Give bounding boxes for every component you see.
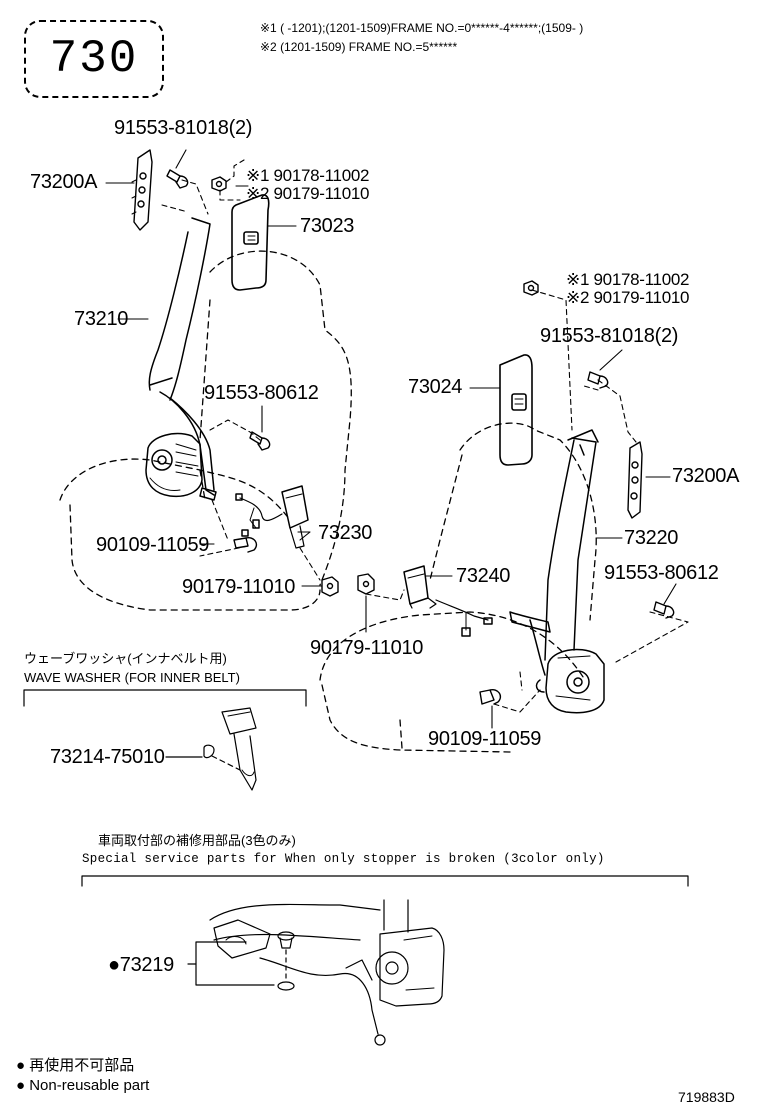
- height-adjuster-left: [131, 149, 153, 231]
- right-retractor: [535, 648, 605, 714]
- part-label: 73220: [624, 527, 679, 549]
- section-code: 730: [49, 33, 139, 85]
- frame-note-2: ※2 (1201-1509) FRAME NO.=5******: [260, 40, 458, 54]
- legend-en: ● Non-reusable part: [16, 1077, 150, 1094]
- part-label: 73023: [300, 215, 355, 237]
- pillar-trim-73023: [231, 194, 270, 291]
- part-label: 73240: [456, 565, 511, 587]
- part-label: 73200A: [672, 465, 740, 487]
- service-parts-label-jp: 車両取付部の補修用部品(3色のみ): [98, 833, 296, 848]
- wave-washer-label-en: WAVE WASHER (FOR INNER BELT): [24, 670, 240, 685]
- dashed-guides: [161, 159, 689, 713]
- part-label: 73024: [408, 376, 463, 398]
- frame-note-1: ※1 ( -1201);(1201-1509)FRAME NO.=0******…: [260, 21, 584, 35]
- left-belt-73210: [148, 217, 217, 501]
- left-retractor: [145, 432, 203, 498]
- fasteners: [166, 169, 675, 705]
- right-seat-outline: [319, 422, 597, 753]
- part-label: 90179-11010: [310, 637, 424, 659]
- part-label: ※2 90179-11010: [246, 184, 370, 203]
- part-label: 73214-75010: [50, 746, 165, 768]
- leader-lines: [105, 149, 677, 729]
- part-label: 73210: [74, 308, 129, 330]
- part-label: 90109-11059: [428, 728, 542, 750]
- part-label: 73230: [318, 522, 373, 544]
- legend-jp: ● 再使用不可部品: [16, 1057, 135, 1074]
- service-parts-label-en: Special service parts for When only stop…: [82, 852, 605, 866]
- part-label: 91553-81018(2): [114, 117, 253, 139]
- part-label: ※2 90179-11010: [566, 288, 690, 307]
- part-label: ●73219: [108, 954, 174, 976]
- section-code-box: 730: [24, 20, 164, 98]
- part-label: 90109-11059: [96, 534, 210, 556]
- left-seat-outline: [59, 250, 352, 611]
- part-label: 91553-81018(2): [540, 325, 679, 347]
- pillar-trim-73024: [499, 354, 533, 466]
- part-label: ※1 90178-11002: [566, 270, 690, 289]
- part-label: 91553-80612: [204, 382, 319, 404]
- right-belt-73220: [509, 429, 599, 676]
- part-label: 91553-80612: [604, 562, 719, 584]
- height-adjuster-right: [627, 441, 643, 519]
- part-label: 90179-11010: [182, 576, 296, 598]
- wave-washer-section: [23, 689, 307, 791]
- right-buckle-73240: [403, 565, 493, 637]
- part-label: 73200A: [30, 171, 98, 193]
- diagram-reference: 719883D: [678, 1089, 735, 1105]
- service-parts-section: [81, 875, 689, 1046]
- left-buckle-73230: [235, 485, 309, 549]
- wave-washer-label-jp: ウェーブワッシャ(インナベルト用): [24, 651, 227, 666]
- part-label: ※1 90178-11002: [246, 166, 370, 185]
